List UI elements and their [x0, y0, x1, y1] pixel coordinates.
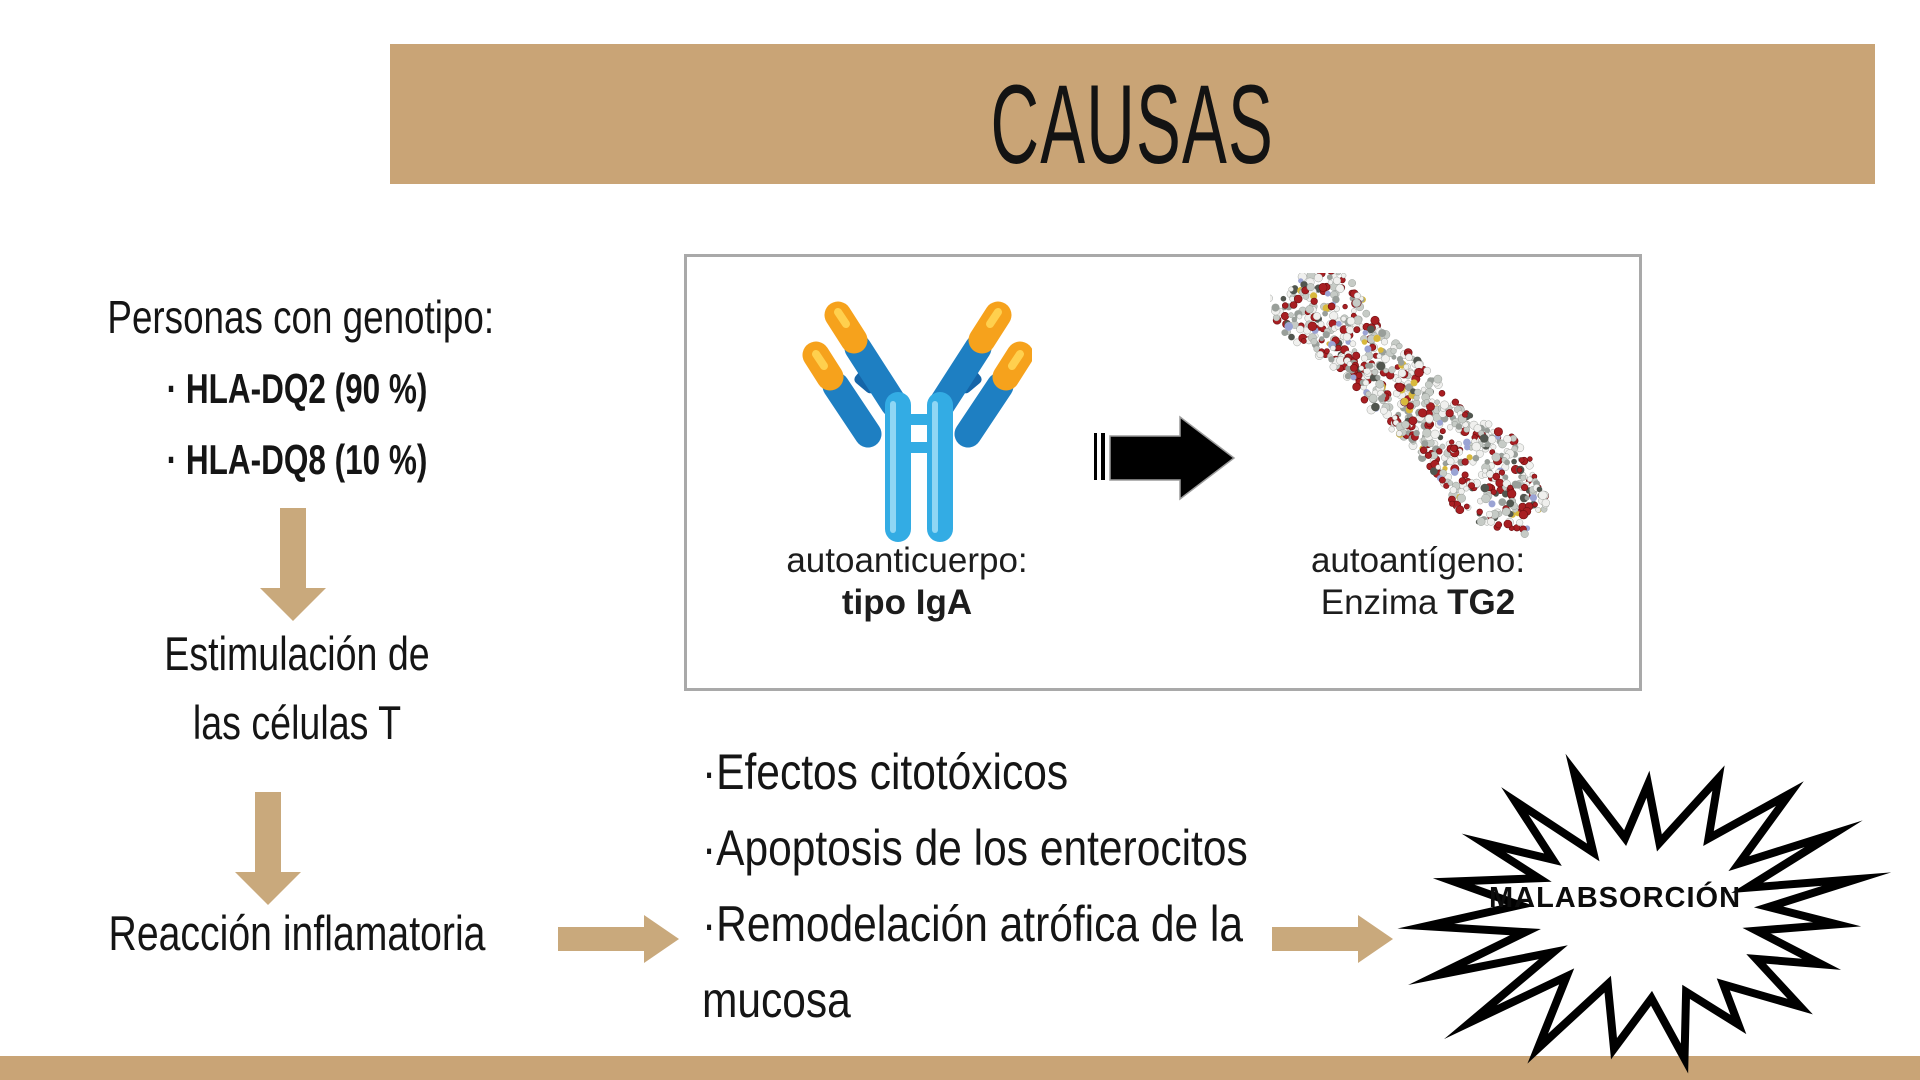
- effect-line: ·Efectos citotóxicos: [702, 744, 1069, 800]
- explosion-burst-shape: [1396, 742, 1896, 1080]
- slide-title: CAUSAS: [990, 61, 1275, 187]
- tg2-molecule-image: [1270, 273, 1550, 538]
- inflammatory-reaction-text: Reacción inflamatoria: [108, 907, 486, 961]
- t-cell-stimulation-text1: Estimulación de: [164, 627, 430, 680]
- transform-arrow-icon: [1094, 415, 1236, 501]
- right-arrow-icon: [1272, 915, 1393, 963]
- genotype-heading: Personas con genotipo:: [60, 290, 534, 344]
- autoantigen-name-label: Enzima TG2: [1263, 583, 1573, 623]
- down-arrow-icon: [260, 508, 326, 621]
- effects-list: ·Efectos citotóxicos ·Apoptosis de los e…: [702, 734, 1344, 1038]
- genotype-dq8-text: · HLA-DQ8 (10 %): [166, 436, 428, 483]
- autoantibody-type-label: tipo IgA: [841, 583, 973, 622]
- bottom-accent-bar: [0, 1056, 1920, 1080]
- effect-line: ·Remodelación atrófica de la: [702, 896, 1243, 952]
- t-cell-stimulation-text2: las células T: [192, 696, 402, 749]
- right-arrow-icon: [558, 915, 679, 963]
- effect-line: ·Apoptosis de los enterocitos: [702, 820, 1248, 876]
- effect-line: mucosa: [702, 972, 851, 1028]
- autoantigen-label: autoantígeno:: [1310, 541, 1526, 580]
- down-arrow-icon: [235, 792, 301, 905]
- title-banner: CAUSAS: [390, 44, 1875, 187]
- genotype-item-dq8: · HLA-DQ8 (10 %): [60, 436, 534, 484]
- t-cell-stimulation-line1: Estimulación de: [60, 626, 534, 681]
- autoantigen-name-bold: TG2: [1447, 583, 1516, 622]
- autoantibody-label: autoanticuerpo:: [786, 541, 1028, 580]
- t-cell-stimulation-line2: las células T: [60, 695, 534, 750]
- genotype-heading-text: Personas con genotipo:: [107, 291, 495, 343]
- malabsorcion-label: MALABSORCIÓN: [1488, 882, 1742, 914]
- inflammatory-reaction-label: Reacción inflamatoria: [60, 906, 534, 962]
- genotype-item-dq2: · HLA-DQ2 (90 %): [60, 365, 534, 413]
- genotype-dq2-text: · HLA-DQ2 (90 %): [166, 365, 428, 412]
- antibody-iga-icon: [802, 301, 1032, 542]
- autoantigen-name-prefix: Enzima: [1320, 583, 1448, 622]
